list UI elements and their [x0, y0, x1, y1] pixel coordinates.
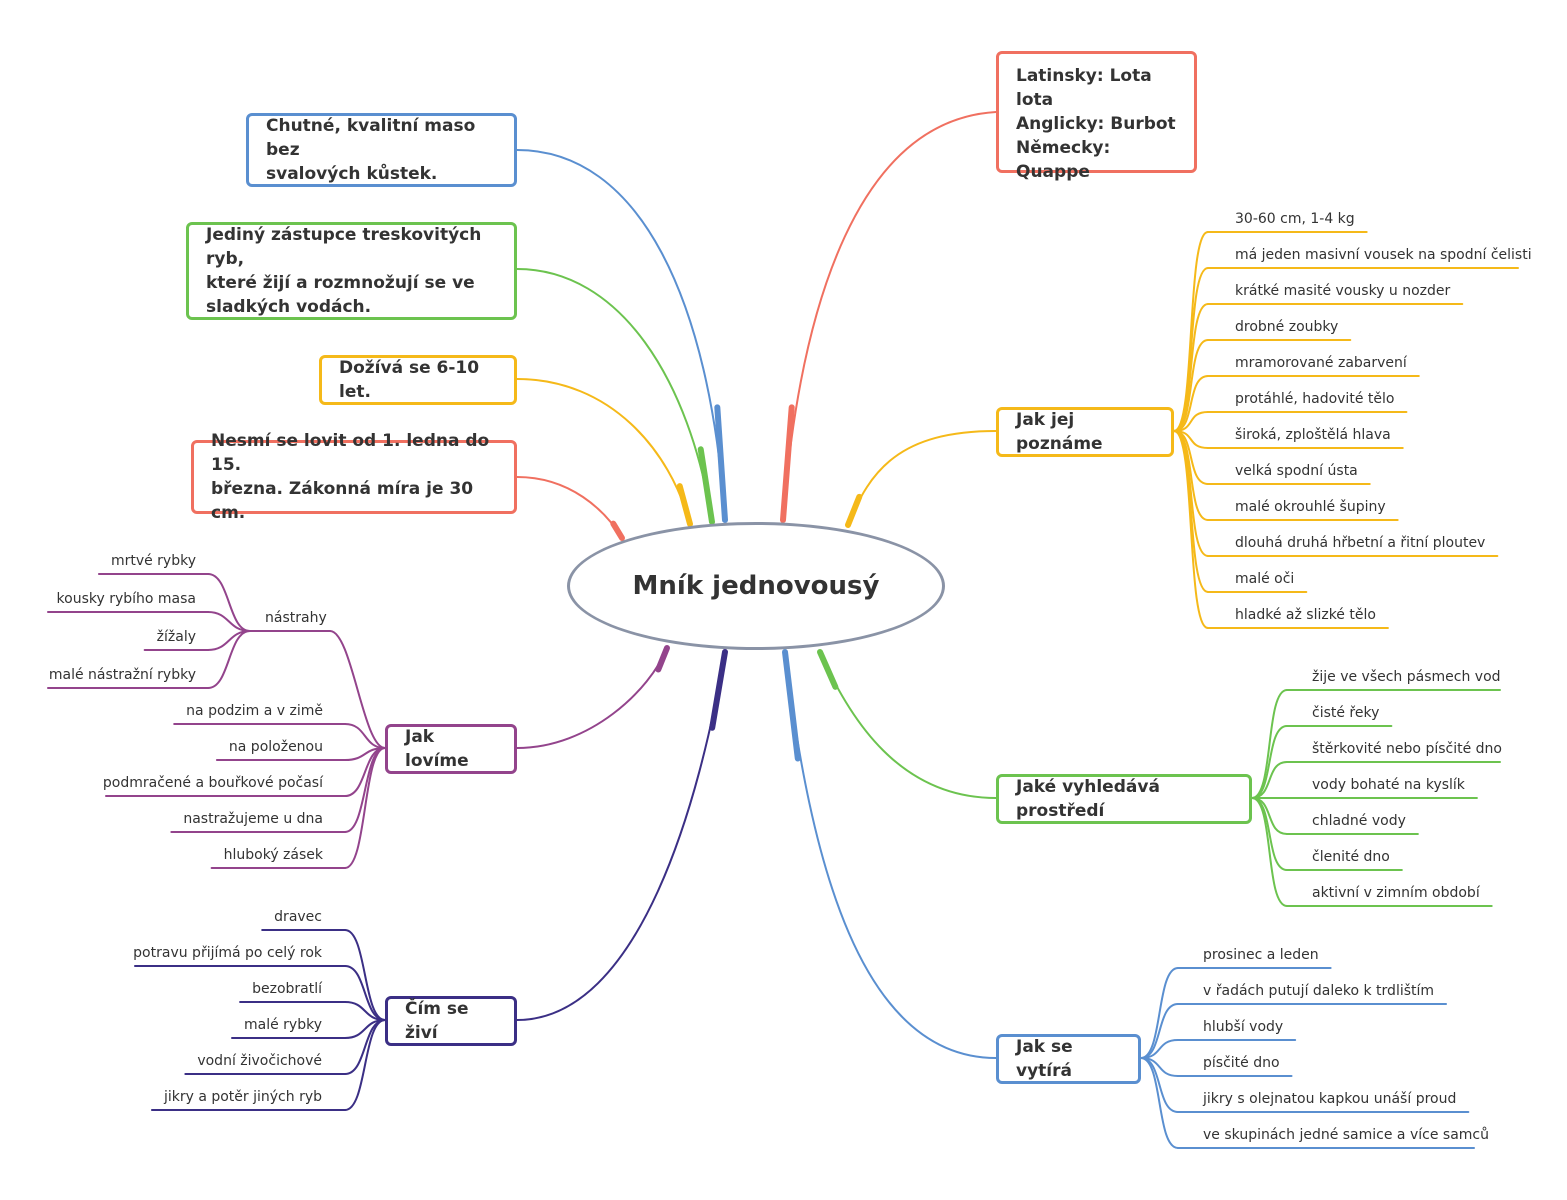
- list-item[interactable]: hladké až slizké tělo: [1235, 607, 1376, 623]
- leaf-connector: [329, 630, 386, 749]
- list-item[interactable]: malé oči: [1235, 571, 1295, 587]
- list-item[interactable]: potravu přijímá po celý rok: [133, 945, 322, 961]
- sub-topic-nastrahy[interactable]: nástrahy: [265, 610, 327, 626]
- edge-zastupce-thin: [516, 268, 713, 523]
- list-item[interactable]: členité dno: [1312, 849, 1390, 865]
- node-cim-se-zivi[interactable]: Čím se živí: [385, 996, 517, 1046]
- list-item[interactable]: malé nástražní rybky: [48, 667, 196, 683]
- list-item[interactable]: ve skupinách jedné samice a více samců: [1203, 1127, 1489, 1143]
- edge-prostredi-thin: [819, 651, 997, 799]
- node-maso[interactable]: Chutné, kvalitní maso bez svalových kůst…: [246, 113, 517, 187]
- list-item[interactable]: hlubší vody: [1203, 1019, 1284, 1035]
- list-item[interactable]: žije ve všech pásmech vod: [1312, 669, 1501, 685]
- edge-lov-zakaz-thick: [610, 520, 625, 541]
- list-item[interactable]: nastražujeme u dna: [183, 811, 323, 827]
- edge-lov-zakaz-thin: [516, 476, 623, 539]
- list-item[interactable]: hluboký zásek: [223, 847, 323, 863]
- node-vytira-label: Jak se vytírá: [1016, 1037, 1073, 1081]
- leaf-connector: [1173, 339, 1209, 432]
- node-zastupce-label: Jediný zástupce treskovitých ryb, které …: [206, 225, 482, 317]
- leaf-connector: [344, 1019, 386, 1111]
- node-prostredi-label: Jaké vyhledává prostředí: [1016, 777, 1160, 821]
- edge-lovime-thick: [655, 645, 670, 673]
- list-item[interactable]: široká, zploštělá hlava: [1235, 427, 1391, 443]
- edge-doziva-thin: [516, 378, 691, 525]
- list-item[interactable]: mrtvé rybky: [110, 553, 196, 569]
- leaf-connector: [1173, 303, 1209, 432]
- list-item[interactable]: podmračené a bouřkové počasí: [102, 775, 323, 791]
- list-item[interactable]: prosinec a leden: [1203, 947, 1319, 963]
- node-jak-lovime-label: Jak lovíme: [405, 727, 469, 771]
- edge-maso-thin: [516, 149, 726, 521]
- node-jak-jej-pozname[interactable]: Jak jej poznáme: [996, 407, 1174, 457]
- edge-zivi-thick: [709, 649, 728, 731]
- node-jak-lovime[interactable]: Jak lovíme: [385, 724, 517, 774]
- list-item[interactable]: drobné zoubky: [1235, 319, 1339, 335]
- node-doziva-label: Dožívá se 6-10 let.: [339, 358, 480, 402]
- list-item[interactable]: písčité dno: [1203, 1055, 1280, 1071]
- list-item[interactable]: má jeden masivní vousek na spodní čelist…: [1235, 247, 1532, 263]
- list-item[interactable]: na podzim a v zimě: [186, 703, 323, 719]
- leaf-connector: [1251, 689, 1288, 799]
- central-topic-label: Mník jednovousý: [632, 571, 880, 601]
- list-item[interactable]: žížaly: [156, 629, 196, 645]
- list-item[interactable]: jikry s olejnatou kapkou unáší proud: [1203, 1091, 1457, 1107]
- edge-prostredi-thick: [817, 649, 839, 690]
- list-item[interactable]: krátké masité vousky u nozder: [1235, 283, 1451, 299]
- list-item[interactable]: dravec: [274, 909, 322, 925]
- node-names[interactable]: Latinsky: Lota lota Anglicky: Burbot Něm…: [996, 51, 1197, 182]
- leaf-connector: [1140, 967, 1179, 1059]
- leaf-connector: [344, 747, 386, 869]
- list-item[interactable]: velká spodní ústa: [1235, 463, 1358, 479]
- edge-pozname-thick: [845, 493, 863, 528]
- edge-names-thick: [780, 404, 795, 523]
- list-item[interactable]: čisté řeky: [1312, 705, 1380, 721]
- edge-maso-thick: [714, 404, 728, 523]
- node-cim-se-zivi-label: Čím se živí: [405, 999, 469, 1043]
- list-item[interactable]: bezobratlí: [252, 981, 322, 997]
- edge-names-thin: [782, 111, 997, 521]
- edge-doziva-thick: [676, 483, 693, 527]
- leaf-connector: [1140, 1057, 1179, 1149]
- list-item[interactable]: kousky rybího masa: [56, 591, 196, 607]
- list-item[interactable]: 30-60 cm, 1-4 kg: [1235, 211, 1355, 227]
- leaf-connector: [1251, 725, 1288, 799]
- list-item[interactable]: štěrkovité nebo písčité dno: [1312, 741, 1502, 757]
- leaf-connector: [1251, 761, 1288, 799]
- list-item[interactable]: dlouhá druhá hřbetní a řitní ploutev: [1235, 535, 1486, 551]
- node-jake-vyhledava-prostredi[interactable]: Jaké vyhledává prostředí: [996, 774, 1252, 824]
- list-item[interactable]: chladné vody: [1312, 813, 1406, 829]
- list-item[interactable]: malé rybky: [244, 1017, 322, 1033]
- leaf-connector: [207, 573, 251, 632]
- list-item[interactable]: na položenou: [228, 739, 323, 755]
- node-zastupce[interactable]: Jediný zástupce treskovitých ryb, které …: [186, 222, 517, 320]
- list-item[interactable]: vodní živočichové: [197, 1053, 322, 1069]
- edge-lovime-thin: [516, 647, 668, 749]
- node-doziva[interactable]: Dožívá se 6-10 let.: [319, 355, 517, 405]
- list-item[interactable]: malé okrouhlé šupiny: [1235, 499, 1386, 515]
- edge-vytira-thin: [784, 651, 997, 1059]
- node-lov-zakaz-label: Nesmí se lovit od 1. ledna do 15. března…: [211, 431, 490, 523]
- list-item[interactable]: jikry a potěr jiných ryb: [163, 1089, 322, 1105]
- central-topic[interactable]: Mník jednovousý: [567, 522, 945, 650]
- leaf-connector: [344, 929, 386, 1021]
- node-jak-jej-pozname-label: Jak jej poznáme: [1016, 410, 1103, 454]
- node-lov-zakaz[interactable]: Nesmí se lovit od 1. ledna do 15. března…: [191, 431, 517, 523]
- node-jak-se-vytira[interactable]: Jak se vytírá: [996, 1034, 1141, 1084]
- list-item[interactable]: aktivní v zimním období: [1312, 885, 1480, 901]
- leaf-connector: [207, 630, 251, 689]
- edge-zastupce-thick: [697, 446, 715, 525]
- node-maso-label: Chutné, kvalitní maso bez svalových kůst…: [266, 116, 476, 184]
- list-item[interactable]: protáhlé, hadovité tělo: [1235, 391, 1395, 407]
- node-names-label: Latinsky: Lota lota Anglicky: Burbot Něm…: [1016, 66, 1176, 182]
- list-item[interactable]: mramorované zabarvení: [1235, 355, 1407, 371]
- leaf-connector: [1251, 797, 1288, 907]
- list-item[interactable]: vody bohaté na kyslík: [1312, 777, 1465, 793]
- edge-pozname-thin: [847, 430, 997, 526]
- list-item[interactable]: v řadách putují daleko k trdlištím: [1203, 983, 1435, 999]
- leaf-connector: [1173, 430, 1209, 629]
- edge-vytira-thick: [782, 649, 801, 762]
